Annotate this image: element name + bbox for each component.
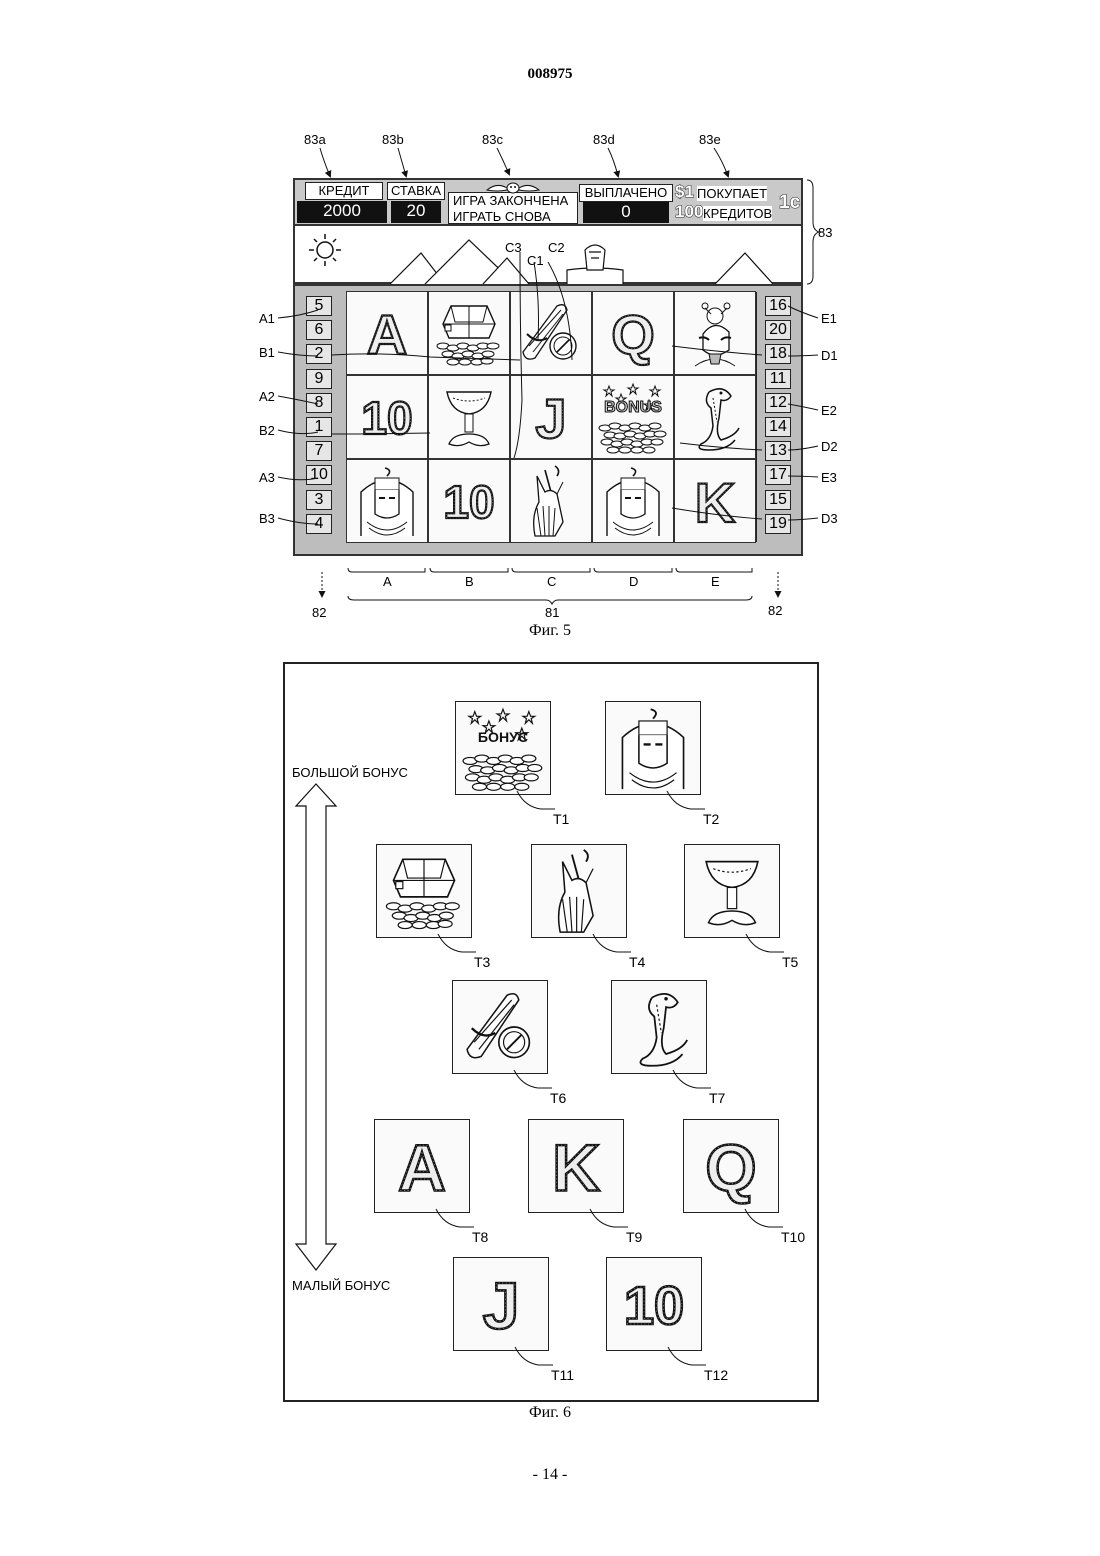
svg-text:Q: Q: [705, 1131, 756, 1205]
callout-82-left: 82: [312, 605, 326, 620]
pharaoh-symbol-icon: [606, 702, 700, 794]
goblet-symbol-icon: [685, 845, 779, 937]
figure-5: 83a 83b 83c 83d 83e КРЕДИТ 2000 СТАВКА 2…: [0, 0, 1100, 650]
A-symbol-icon: A A: [375, 1120, 469, 1212]
figure-5-caption: Фиг. 5: [0, 622, 1100, 640]
ranked-symbol-tile: J J: [453, 1257, 549, 1351]
tile-label: T5: [782, 954, 798, 970]
tile-label: T2: [703, 811, 719, 827]
tile-label: T9: [626, 1229, 642, 1245]
tile-label: T11: [551, 1367, 574, 1383]
svg-text:K: K: [552, 1131, 600, 1205]
ranked-symbol-tile: Q Q: [683, 1119, 779, 1213]
J-symbol-icon: J J: [454, 1258, 548, 1350]
ranked-symbol-tile: [605, 701, 701, 795]
ranked-symbol-tile: A A: [374, 1119, 470, 1213]
callout-82-right: 82: [768, 603, 782, 618]
cobra-symbol-icon: [612, 981, 706, 1073]
ranked-symbol-tile: 10 10: [606, 1257, 702, 1351]
tile-label: T10: [781, 1229, 805, 1245]
svg-text:A: A: [398, 1131, 446, 1205]
tile-label: T4: [629, 954, 645, 970]
ranked-symbol-tile: [531, 844, 627, 938]
scroll-symbol-icon: [453, 981, 547, 1073]
callout-81: 81: [545, 605, 559, 620]
tile-label: T6: [550, 1090, 566, 1106]
svg-text:БОНУС: БОНУС: [478, 729, 528, 745]
chest-symbol-icon: [377, 845, 471, 937]
axis-top-label: БОЛЬШОЙ БОНУС: [292, 765, 408, 780]
bonus-scale-arrow: [290, 780, 360, 1280]
svg-text:J: J: [483, 1269, 520, 1343]
ranked-symbol-tile: БОНУС: [455, 701, 551, 795]
Q-symbol-icon: Q Q: [684, 1120, 778, 1212]
ranked-symbol-tile: K K: [528, 1119, 624, 1213]
page-number: - 14 -: [0, 1466, 1100, 1484]
K-symbol-icon: K K: [529, 1120, 623, 1212]
ranked-symbol-tile: [452, 980, 548, 1074]
tile-label: T3: [474, 954, 490, 970]
10-symbol-icon: 10 10: [607, 1258, 701, 1350]
tile-label: T7: [709, 1090, 725, 1106]
axis-bottom-label: МАЛЫЙ БОНУС: [292, 1278, 390, 1293]
ranked-symbol-tile: [376, 844, 472, 938]
tile-label: T12: [704, 1367, 728, 1383]
anubis-symbol-icon: [532, 845, 626, 937]
ranked-symbol-tile: [684, 844, 780, 938]
bonus-symbol-icon: БОНУС: [456, 702, 550, 794]
tile-label: T1: [553, 811, 569, 827]
ranked-symbol-tile: [611, 980, 707, 1074]
svg-text:10: 10: [624, 1276, 684, 1336]
tile-label: T8: [472, 1229, 488, 1245]
reel-brackets: [0, 0, 1100, 650]
figure-6-caption: Фиг. 6: [0, 1404, 1100, 1422]
